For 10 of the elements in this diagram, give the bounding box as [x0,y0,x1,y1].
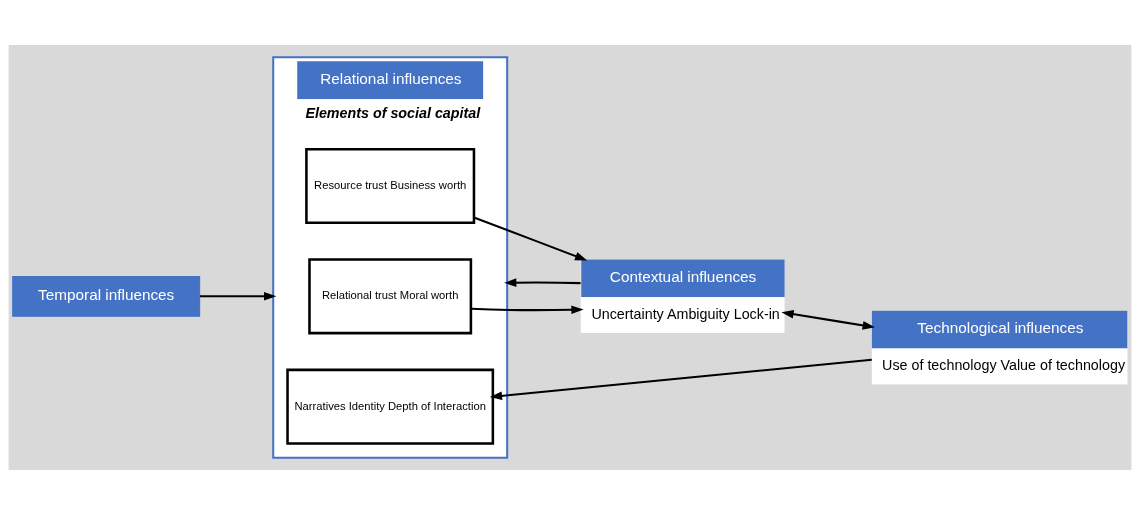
node-box: Narratives Identity Depth of Interaction [286,368,495,445]
node-box: Resource trust Business worth [305,147,476,225]
arrow [199,292,277,301]
arrow [781,309,875,330]
arrow [473,216,588,261]
node-box: Relational trust Moral worth [308,258,473,335]
node-box: Temporal influences [12,275,201,317]
arrow [471,305,584,315]
arrow [489,358,872,401]
arrow [504,278,581,287]
